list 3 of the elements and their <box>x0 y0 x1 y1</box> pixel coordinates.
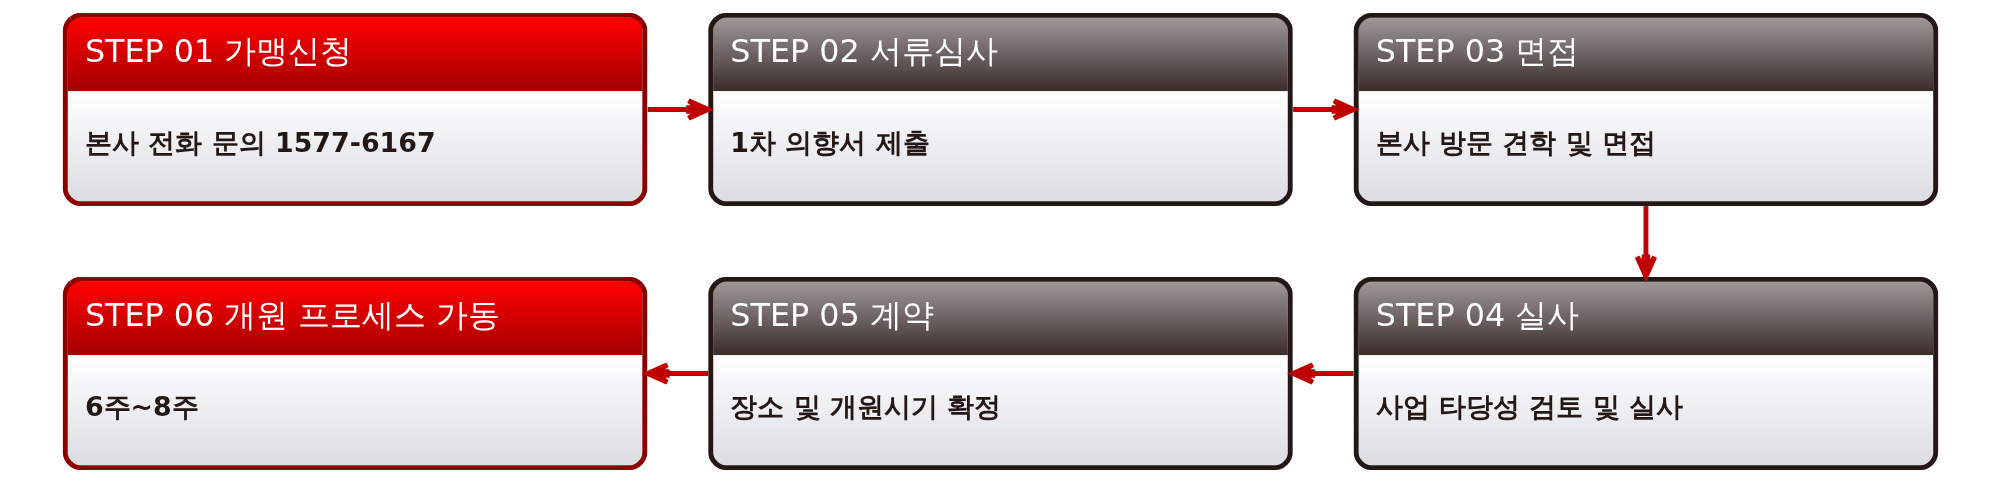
arrow <box>1290 362 1354 385</box>
arrow <box>647 98 711 121</box>
arrow <box>644 362 708 385</box>
